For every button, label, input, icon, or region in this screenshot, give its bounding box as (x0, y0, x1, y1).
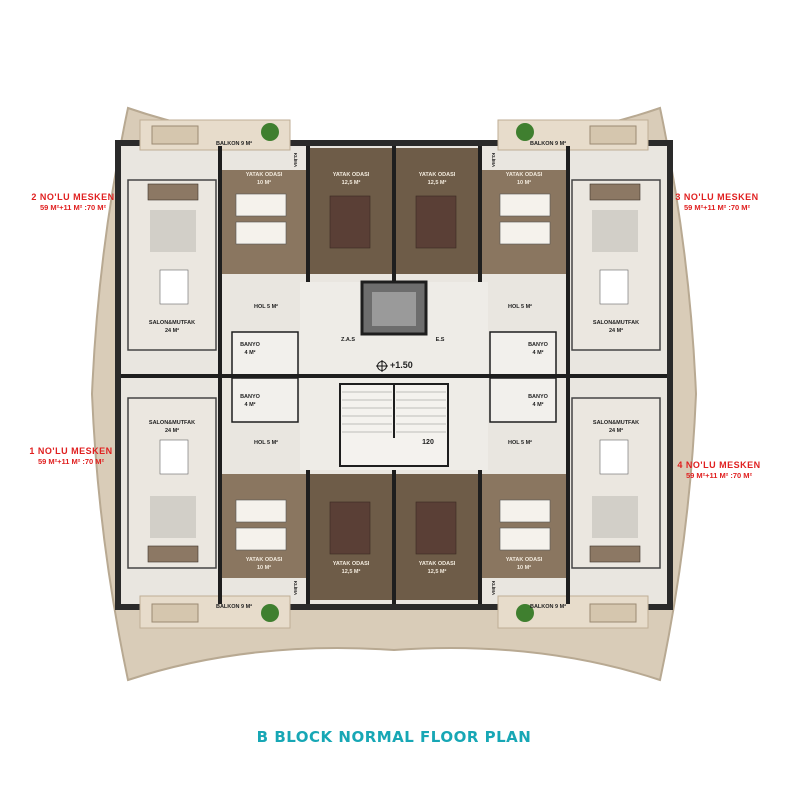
label-yatak-5: YATAK ODASI (246, 557, 283, 563)
unit-area: 59 M²+11 M² :70 M² (683, 203, 751, 213)
unit-label-4: 4 NO'LU MESKEN 59 M²+11 M² :70 M² (664, 460, 774, 481)
label-yatak-2-area: 12,5 M² (342, 179, 361, 186)
label-yatak-8-area: 10 M² (517, 564, 531, 571)
label-yatak-1-area: 10 M² (257, 179, 271, 186)
label-banyo-2: BANYO (528, 342, 549, 348)
label-yatak-2: YATAK ODASI (333, 172, 370, 178)
label-salon-2: SALON&MUTFAK (593, 320, 639, 326)
label-yatak-3-area: 12,5 M² (428, 179, 447, 186)
plant-icon (261, 123, 279, 141)
unit-name: 2 NO'LU MESKEN (31, 192, 115, 202)
label-balkon-tl: BALKON 9 M² (216, 140, 252, 147)
label-shaft-right: E.S (436, 337, 445, 343)
label-klima-1: KLİMA (293, 153, 299, 168)
label-banyo-3-area: 4 M² (245, 401, 256, 408)
level-label: +1.50 (390, 360, 413, 370)
label-yatak-6: YATAK ODASI (333, 561, 370, 567)
label-yatak-6-area: 12,5 M² (342, 568, 361, 575)
label-yatak-5-area: 10 M² (257, 564, 271, 571)
label-salon-1: SALON&MUTFAK (149, 320, 195, 326)
unit-label-3: 3 NO'LU MESKEN 59 M²+11 M² :70 M² (662, 192, 772, 213)
plan-title: B BLOCK NORMAL FLOOR PLAN (256, 728, 532, 746)
unit-area: 59 M²+11 M² :70 M² (37, 457, 105, 467)
label-balkon-tr: BALKON 9 M² (530, 140, 566, 147)
label-yatak-4: YATAK ODASI (506, 172, 543, 178)
label-banyo-1-area: 4 M² (245, 349, 256, 356)
label-hol-1: HOL 5 M² (254, 303, 278, 310)
label-banyo-4-area: 4 M² (533, 401, 544, 408)
level-marker: +1.50 (376, 360, 413, 372)
label-klima-3: KLİMA (293, 581, 299, 596)
label-salon-1-area: 24 M² (165, 327, 179, 334)
label-hol-2: HOL 5 M² (508, 303, 532, 310)
label-hol-4: HOL 5 M² (508, 439, 532, 446)
label-balkon-br: BALKON 9 M² (530, 603, 566, 610)
label-salon-4-area: 24 M² (609, 427, 623, 434)
label-klima-2: KLİMA (491, 153, 497, 168)
label-yatak-7-area: 12,5 M² (428, 568, 447, 575)
unit-name: 1 NO'LU MESKEN (29, 446, 113, 456)
label-yatak-4-area: 10 M² (517, 179, 531, 186)
bedrooms (222, 148, 566, 600)
living-areas (127, 179, 661, 569)
label-salon-3-area: 24 M² (165, 427, 179, 434)
label-klima-4: KLİMA (491, 581, 497, 596)
stairs (339, 383, 449, 467)
unit-name: 4 NO'LU MESKEN (677, 460, 761, 470)
label-salon-2-area: 24 M² (609, 327, 623, 334)
label-banyo-2-area: 4 M² (533, 349, 544, 356)
label-balkon-bl: BALKON 9 M² (216, 603, 252, 610)
plant-icon (516, 123, 534, 141)
plant-icon (516, 604, 534, 622)
unit-label-2: 2 NO'LU MESKEN 59 M²+11 M² :70 M² (18, 192, 128, 213)
label-salon-4: SALON&MUTFAK (593, 420, 639, 426)
label-salon-3: SALON&MUTFAK (149, 420, 195, 426)
label-yatak-8: YATAK ODASI (506, 557, 543, 563)
unit-area: 59 M²+11 M² :70 M² (39, 203, 107, 213)
label-stair-width: 120 (422, 439, 434, 446)
bathrooms (231, 331, 557, 423)
label-banyo-4: BANYO (528, 394, 549, 400)
label-yatak-7: YATAK ODASI (419, 561, 456, 567)
unit-area: 59 M²+11 M² :70 M² (685, 471, 753, 481)
unit-label-1: 1 NO'LU MESKEN 59 M²+11 M² :70 M² (16, 446, 126, 467)
beds (235, 193, 551, 551)
unit-name: 3 NO'LU MESKEN (675, 192, 759, 202)
label-yatak-1: YATAK ODASI (246, 172, 283, 178)
label-shaft-left: Z.A.S (341, 337, 355, 343)
label-yatak-3: YATAK ODASI (419, 172, 456, 178)
plant-icon (261, 604, 279, 622)
label-hol-3: HOL 5 M² (254, 439, 278, 446)
label-banyo-3: BANYO (240, 394, 261, 400)
label-banyo-1: BANYO (240, 342, 261, 348)
